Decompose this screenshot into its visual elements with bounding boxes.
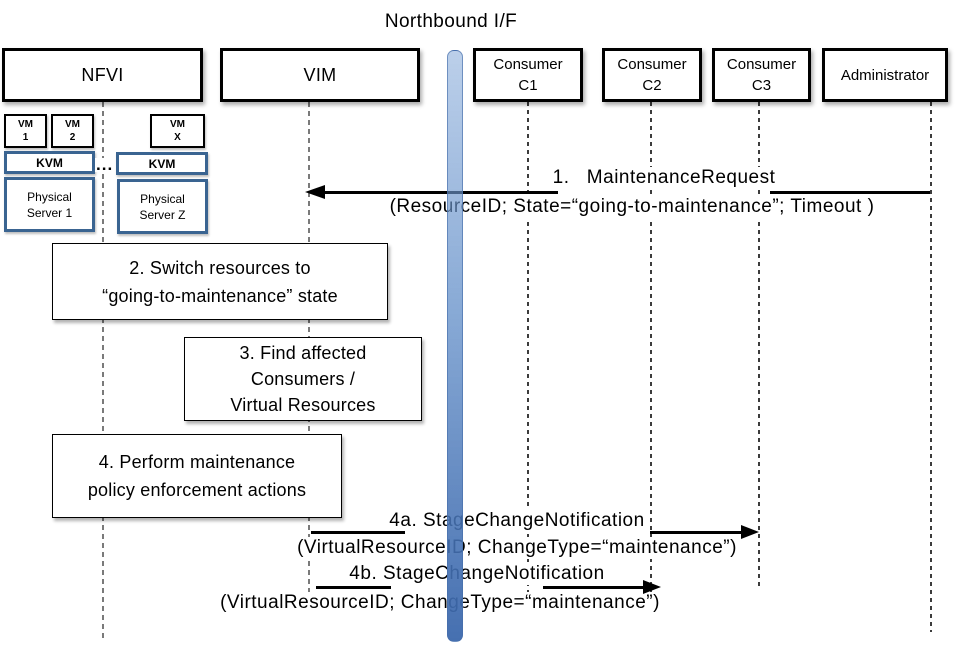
physical-server-box-z: Physical Server Z (117, 179, 208, 234)
activity-box-4: 4. Perform maintenance policy enforcemen… (52, 434, 342, 518)
message-4a-arrowhead (741, 525, 759, 539)
diagram-title: Northbound I/F (384, 11, 518, 32)
message-1-label: 1. MaintenanceRequest (549, 167, 779, 189)
kvm1-label: KVM (36, 155, 63, 170)
actor-administrator: Administrator (822, 48, 948, 102)
actor-c3-label-line1: Consumer (726, 56, 797, 73)
psz-label-line1: Physical (140, 191, 185, 206)
lifeline-consumer-c2 (650, 102, 652, 592)
actor-vim: VIM (220, 48, 420, 102)
vmx-label-line1: VM (170, 119, 185, 130)
activity-4-line1: 4. Perform maintenance (98, 452, 296, 472)
message-4b-params: (VirtualResourceID; ChangeType=“maintena… (217, 592, 663, 614)
lifeline-nfvi (102, 102, 104, 640)
vm-box-1: VM 1 (4, 114, 47, 148)
kvm-box-2: KVM (116, 152, 208, 175)
vm1-label-line1: VM (18, 119, 33, 130)
activity-2-line2: “going-to-maintenance” state (102, 285, 338, 306)
actor-c2-label-line1: Consumer (617, 56, 687, 73)
actor-c1-label-line1: Consumer (493, 56, 563, 73)
activity-3-line3: Virtual Resources (230, 395, 376, 415)
actor-vim-label: VIM (303, 64, 337, 85)
actor-consumer-c1: Consumer C1 (473, 48, 583, 102)
message-4b-line-right (543, 586, 644, 589)
activity-4-line2: policy enforcement actions (87, 480, 307, 500)
actor-consumer-c2: Consumer C2 (602, 48, 702, 102)
activity-3-line1: 3. Find affected (239, 343, 367, 363)
message-4a-line-right (650, 531, 742, 534)
psz-label-line2: Server Z (139, 207, 186, 222)
ps1-label-line2: Server 1 (26, 205, 73, 220)
activity-2-line1: 2. Switch resources to (129, 257, 311, 278)
message-1-line-right (770, 191, 930, 194)
vm-box-x: VM X (150, 114, 205, 148)
message-4b-arrowhead (643, 580, 661, 594)
message-4a-label: 4a. StageChangeNotification (386, 510, 648, 532)
activity-box-3: 3. Find affected Consumers / Virtual Res… (184, 337, 422, 421)
message-4a-params: (VirtualResourceID; ChangeType=“maintena… (294, 537, 740, 559)
physical-server-box-1: Physical Server 1 (4, 177, 95, 232)
activity-box-2: 2. Switch resources to “going-to-mainten… (52, 243, 388, 320)
actor-nfvi: NFVI (2, 48, 203, 102)
kvm-box-1: KVM (4, 151, 95, 174)
vmx-label-line2: X (174, 132, 181, 143)
message-1-arrowhead (305, 185, 325, 199)
message-4b-label: 4b. StageChangeNotification (346, 563, 608, 585)
activity-3-line2: Consumers / (250, 369, 356, 389)
actor-consumer-c3: Consumer C3 (712, 48, 811, 102)
actor-nfvi-label: NFVI (81, 64, 124, 85)
message-1-line-left (322, 191, 558, 194)
ps1-label-line1: Physical (27, 189, 72, 204)
vm2-label-line2: 2 (69, 132, 76, 143)
actor-c3-label-line2: C3 (751, 77, 772, 94)
vm1-label-line2: 1 (22, 132, 29, 143)
lifeline-consumer-c3 (758, 102, 760, 590)
actor-administrator-label: Administrator (840, 66, 930, 84)
actor-c1-label-line2: C1 (518, 77, 538, 94)
vm2-label-line1: VM (65, 119, 80, 130)
nfvi-ellipsis: ... (95, 155, 115, 174)
lifeline-consumer-c1 (527, 102, 529, 594)
northbound-interface-bar (447, 50, 463, 642)
kvm2-label: KVM (148, 156, 176, 171)
lifeline-administrator (930, 102, 932, 632)
message-4a-line-left (311, 531, 405, 534)
vm-box-2: VM 2 (51, 114, 94, 148)
message-1-params: (ResourceID; State=“going-to-maintenance… (386, 196, 878, 218)
message-4b-line-left (316, 586, 391, 589)
actor-c2-label-line2: C2 (642, 77, 662, 94)
